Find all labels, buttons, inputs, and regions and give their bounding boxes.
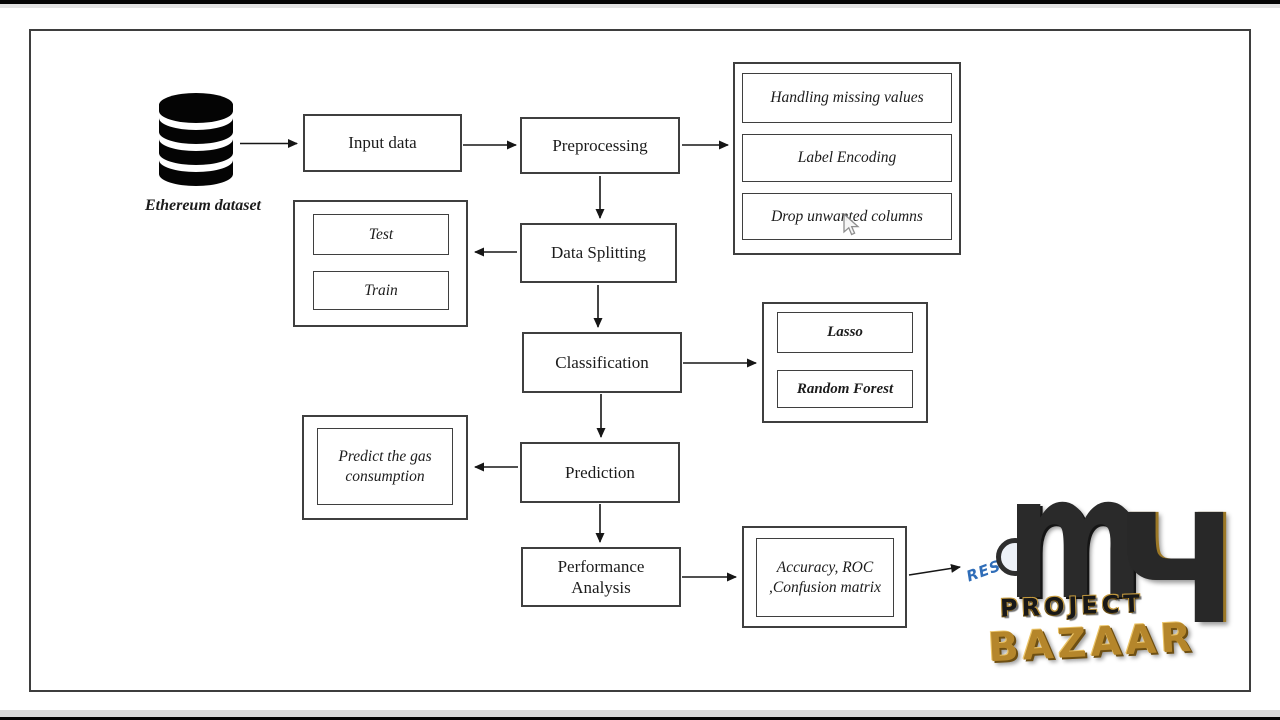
letterbox-bottom-edge: [0, 710, 1280, 717]
project-bazaar-logo: RES m Ч PROJECT BAZAAR: [958, 454, 1237, 692]
step-label-encoding: Label Encoding: [742, 134, 952, 182]
group-prediction-output: Predict the gas consumption: [302, 415, 468, 520]
node-preprocessing: Preprocessing: [520, 117, 680, 174]
node-data-splitting: Data Splitting: [520, 223, 677, 283]
node-prediction: Prediction: [520, 442, 680, 503]
logo-word-bazaar: BAZAAR: [986, 614, 1197, 672]
database-icon: [159, 93, 233, 186]
set-test: Test: [313, 214, 449, 255]
classifier-lasso: Lasso: [777, 312, 913, 353]
logo-monogram-m: m: [1006, 440, 1145, 638]
set-train: Train: [313, 271, 449, 310]
node-classification: Classification: [522, 332, 682, 393]
group-classifiers: Lasso Random Forest: [762, 302, 928, 423]
output-gas-consumption: Predict the gas consumption: [317, 428, 453, 505]
step-drop-unwanted-columns: Drop unwanted columns: [742, 193, 952, 240]
group-evaluation-metrics: Accuracy, ROC ,Confusion matrix: [742, 526, 907, 628]
letterbox-top-bar: [0, 0, 1280, 4]
node-input-data: Input data: [303, 114, 462, 172]
dataset-label: Ethereum dataset: [144, 197, 261, 214]
mouse-pointer-icon: [843, 213, 860, 236]
group-preprocessing-steps: Handling missing values Label Encoding D…: [733, 62, 961, 255]
classifier-random-forest: Random Forest: [777, 370, 913, 408]
letterbox-bottom-bar: [0, 717, 1280, 720]
group-split-sets: Test Train: [293, 200, 468, 327]
logo-monogram-y: Ч: [1115, 482, 1238, 658]
magnifier-icon: [996, 538, 1034, 576]
output-metrics: Accuracy, ROC ,Confusion matrix: [756, 538, 894, 617]
step-handling-missing-values: Handling missing values: [742, 73, 952, 123]
node-performance-analysis: Performance Analysis: [521, 547, 681, 607]
letterbox-top-edge: [0, 4, 1280, 8]
